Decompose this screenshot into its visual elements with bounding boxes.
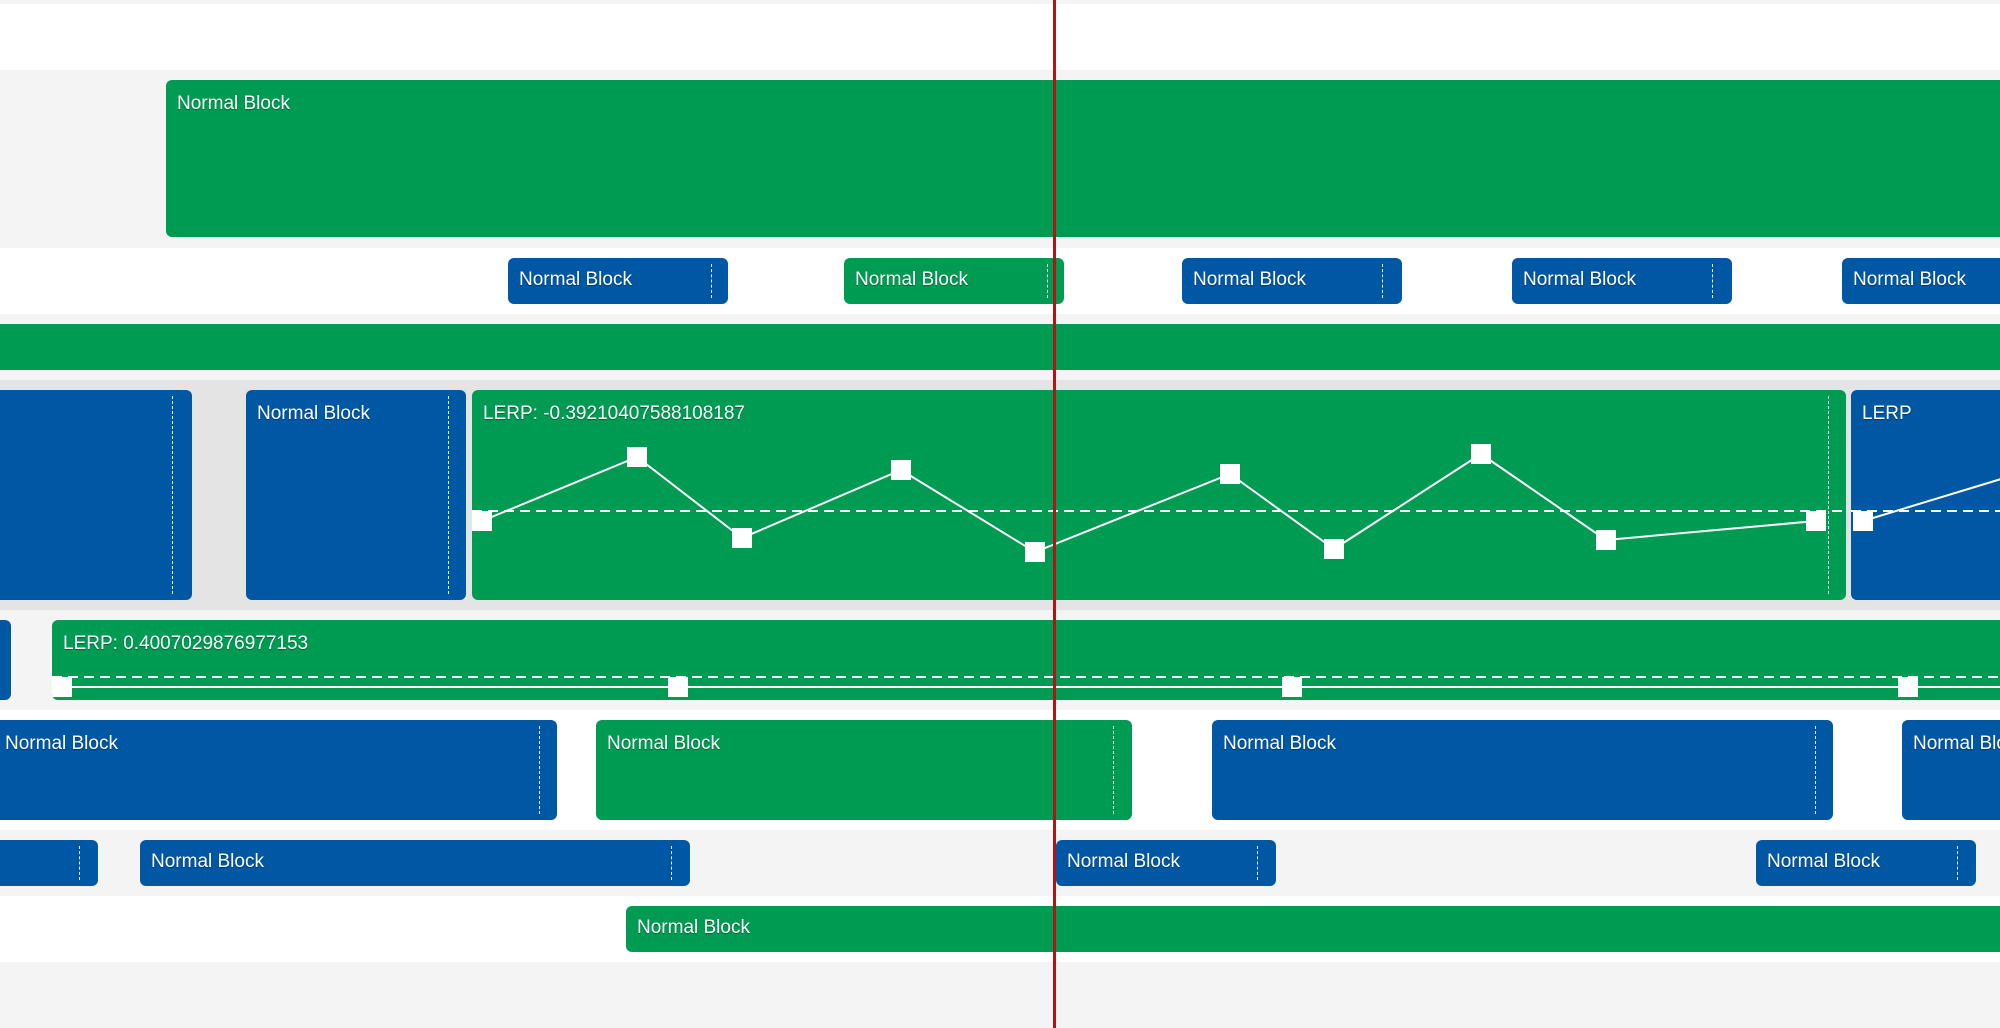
block-label: Normal Block (5, 733, 118, 754)
block-label: Normal Block (1523, 269, 1636, 290)
keyframe-point[interactable] (472, 511, 492, 531)
track-1 (0, 0, 2000, 4)
keyframe-point[interactable] (52, 677, 72, 697)
block-end-handle[interactable] (671, 846, 672, 880)
track-2 (0, 4, 2000, 70)
keyframe-point[interactable] (1324, 539, 1344, 559)
timeline-block[interactable] (0, 620, 11, 700)
track-11 (0, 962, 2000, 1028)
block-end-handle[interactable] (1382, 264, 1383, 298)
lerp-block[interactable]: LERP (1851, 390, 2000, 600)
timeline-block[interactable]: Normal Block (1212, 720, 1833, 820)
block-end-handle[interactable] (1815, 726, 1816, 814)
timeline-block[interactable] (0, 840, 98, 886)
keyframe-point[interactable] (1596, 530, 1616, 550)
keyframe-point[interactable] (1806, 511, 1826, 531)
block-label: Normal Block (607, 733, 720, 754)
keyframe-point[interactable] (1220, 464, 1240, 484)
timeline-block[interactable]: Normal Block (1056, 840, 1276, 886)
keyframe-point[interactable] (732, 528, 752, 548)
block-label: Normal Block (1223, 733, 1336, 754)
keyframe-point[interactable] (627, 447, 647, 467)
keyframe-point[interactable] (891, 460, 911, 480)
block-end-handle[interactable] (1047, 264, 1048, 298)
block-label: Normal Block (1767, 851, 1880, 872)
block-end-handle[interactable] (1957, 846, 1958, 880)
timeline-block[interactable]: Normal Block (626, 906, 2000, 952)
block-label: Normal Block (177, 93, 290, 114)
lerp-curve-line (481, 452, 1817, 554)
block-end-handle[interactable] (172, 396, 173, 594)
keyframe-point[interactable] (668, 677, 688, 697)
lerp-label: LERP (1862, 403, 1912, 424)
keyframe-point[interactable] (1282, 677, 1302, 697)
block-end-handle[interactable] (1257, 846, 1258, 880)
block-end-handle[interactable] (539, 726, 540, 814)
timeline-block[interactable] (0, 390, 192, 600)
timeline-block[interactable]: Normal Block (1842, 258, 2000, 304)
block-label: Normal Block (151, 851, 264, 872)
timeline-block[interactable]: Normal Block (844, 258, 1064, 304)
timeline-block[interactable]: Normal Block (246, 390, 466, 600)
block-label: Normal Blo (1913, 733, 2000, 754)
timeline-block[interactable] (0, 324, 2000, 370)
block-end-handle[interactable] (79, 846, 80, 880)
lerp-label: LERP: -0.39210407588108187 (483, 403, 746, 424)
block-end-handle[interactable] (448, 396, 449, 594)
lerp-curve (472, 444, 1846, 562)
block-label: Normal Block (1067, 851, 1180, 872)
lerp-curve (1851, 478, 2000, 531)
keyframe-point[interactable] (1853, 511, 1873, 531)
block-label: Normal Block (519, 269, 632, 290)
timeline-block[interactable]: Normal Block (140, 840, 690, 886)
block-label: Normal Block (855, 269, 968, 290)
block-label: Normal Block (637, 917, 750, 938)
timeline-block[interactable]: Normal Block (1756, 840, 1976, 886)
timeline-block[interactable]: Normal Blo (1902, 720, 2000, 820)
timeline-block[interactable]: Normal Block (0, 720, 557, 820)
lerp-block[interactable]: LERP: 0.4007029876977153 (52, 620, 2000, 700)
block-label: Normal Block (257, 403, 370, 424)
block-end-handle[interactable] (1828, 396, 1829, 594)
lerp-block[interactable]: LERP: -0.39210407588108187 (472, 390, 1846, 600)
lerp-curve (52, 676, 2000, 697)
block-end-handle[interactable] (1113, 726, 1114, 814)
block-label: Normal Block (1193, 269, 1306, 290)
keyframe-point[interactable] (1471, 444, 1491, 464)
playhead-cursor[interactable] (1053, 0, 1056, 1028)
timeline-block[interactable]: Normal Block (508, 258, 728, 304)
block-end-handle[interactable] (711, 264, 712, 298)
lerp-label: LERP: 0.4007029876977153 (63, 633, 309, 654)
block-label: Normal Block (1853, 269, 1966, 290)
timeline-block[interactable]: Normal Block (1512, 258, 1732, 304)
block-end-handle[interactable] (1712, 264, 1713, 298)
lerp-curve-line (1862, 478, 2000, 522)
keyframe-point[interactable] (1025, 542, 1045, 562)
timeline-block[interactable]: Normal Block (166, 80, 2000, 237)
timeline-block[interactable]: Normal Block (596, 720, 1132, 820)
keyframe-point[interactable] (1898, 677, 1918, 697)
timeline-block[interactable]: Normal Block (1182, 258, 1402, 304)
